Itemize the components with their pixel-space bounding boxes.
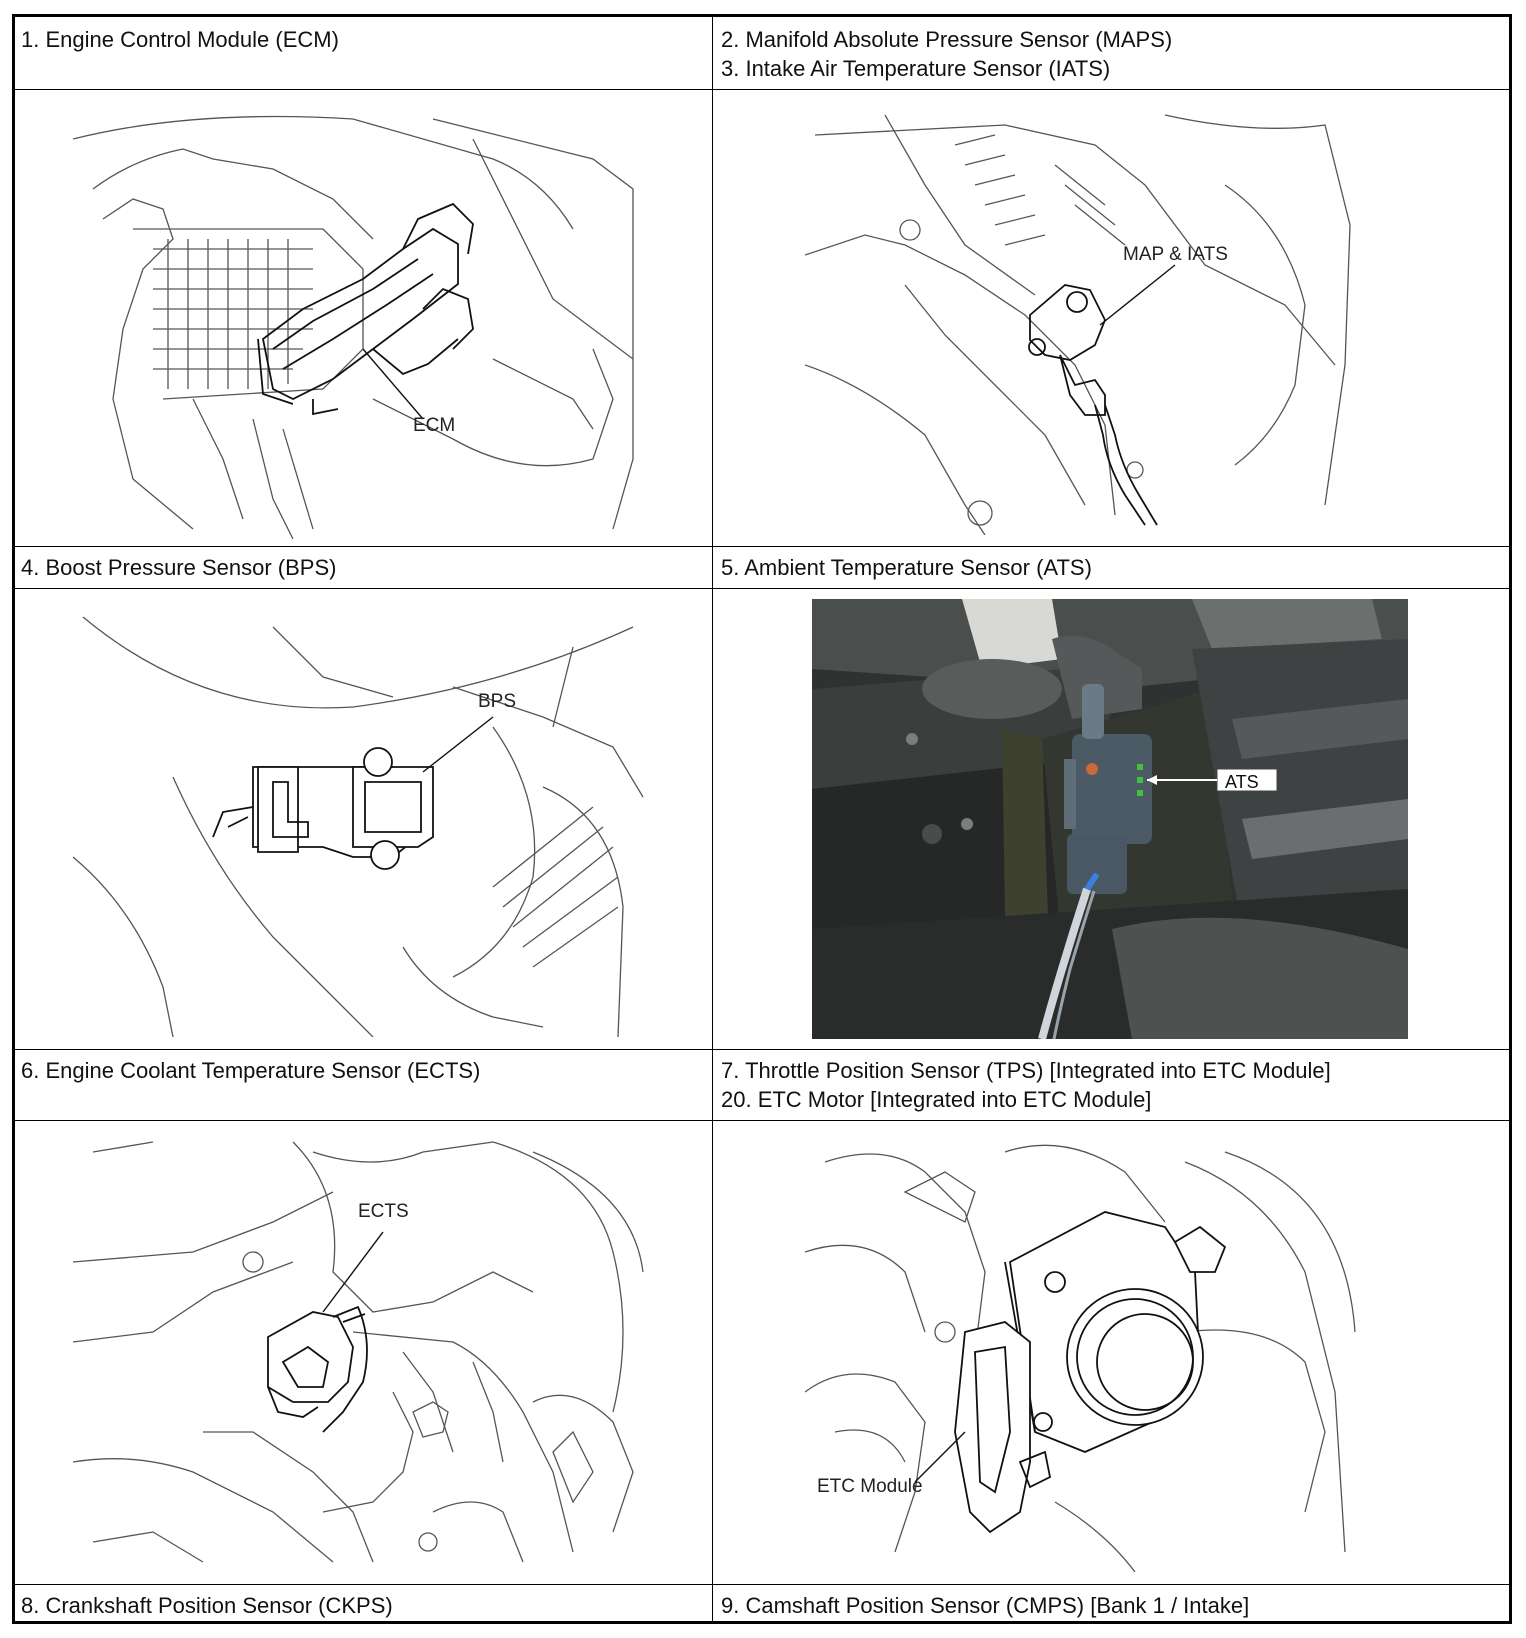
bps-callout: BPS <box>478 691 516 712</box>
caption-ckps: 8. Crankshaft Position Sensor (CKPS) <box>21 1593 393 1618</box>
caption-etc-motor: 20. ETC Motor [Integrated into ETC Modul… <box>721 1087 1152 1112</box>
ects-callout: ECTS <box>358 1201 409 1222</box>
caption-bps: 4. Boost Pressure Sensor (BPS) <box>21 555 337 580</box>
column-divider <box>712 17 713 1621</box>
row-divider <box>15 1120 1509 1121</box>
caption-maps: 2. Manifold Absolute Pressure Sensor (MA… <box>721 27 1173 52</box>
row-divider <box>15 546 1509 547</box>
caption-cmps: 9. Camshaft Position Sensor (CMPS) [Bank… <box>721 1593 1250 1618</box>
map-iats-callout: MAP & IATS <box>1123 244 1228 265</box>
row-divider <box>15 1584 1509 1585</box>
ecm-callout: ECM <box>413 415 455 436</box>
caption-ecm: 1. Engine Control Module (ECM) <box>21 27 339 52</box>
map-iats-illustration: MAP & IATS <box>805 105 1365 535</box>
caption-tps: 7. Throttle Position Sensor (TPS) [Integ… <box>721 1058 1331 1083</box>
ats-callout: ATS <box>1225 772 1259 792</box>
component-location-sheet: 1. Engine Control Module (ECM) 2. Manifo… <box>12 14 1512 1624</box>
ecm-illustration: ECM <box>73 99 653 539</box>
caption-ects: 6. Engine Coolant Temperature Sensor (EC… <box>21 1058 481 1083</box>
etc-module-illustration: ETC Module <box>805 1132 1365 1572</box>
row-divider <box>15 588 1509 589</box>
table-grid <box>15 17 1509 1621</box>
caption-iats: 3. Intake Air Temperature Sensor (IATS) <box>721 56 1111 81</box>
ects-illustration: ECTS <box>73 1132 653 1572</box>
bps-illustration: BPS <box>73 607 653 1037</box>
etc-module-callout: ETC Module <box>817 1476 923 1497</box>
row-divider <box>15 1049 1509 1050</box>
ats-photo: ATS <box>812 599 1408 1039</box>
row-divider <box>15 89 1509 90</box>
caption-ats: 5. Ambient Temperature Sensor (ATS) <box>721 555 1092 580</box>
